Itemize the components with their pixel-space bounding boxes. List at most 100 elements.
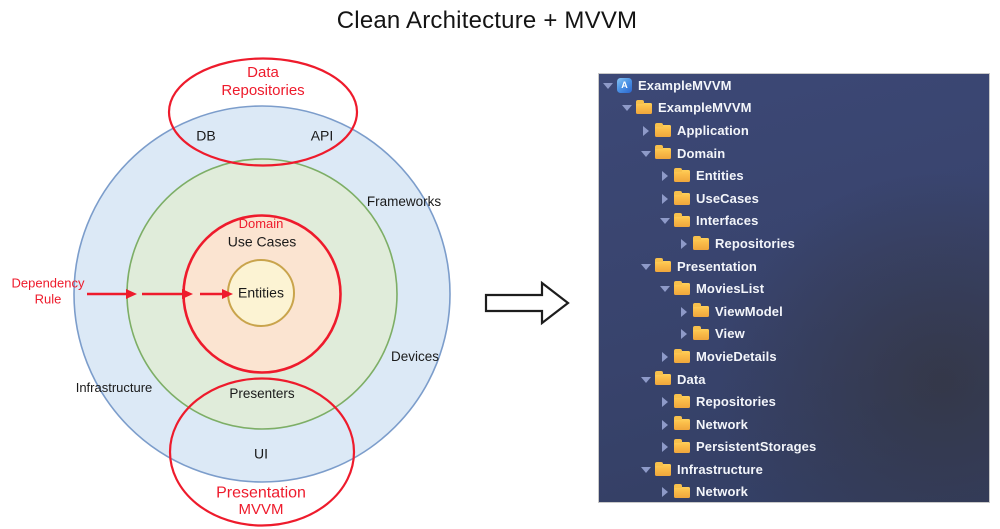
disclosure-triangle-collapsed-icon[interactable] (660, 193, 670, 204)
dependency-arrow-1-head (126, 289, 137, 299)
disclosure-triangle-expanded-icon[interactable] (622, 102, 632, 113)
tree-row-repositories[interactable]: Repositories (599, 232, 989, 255)
dependency-arrow-3-head (222, 289, 233, 299)
disclosure-triangle-collapsed-icon[interactable] (679, 306, 689, 317)
domain-label: Domain (238, 216, 284, 232)
tree-row-network[interactable]: Network (599, 481, 989, 502)
disclosure-triangle-expanded-icon[interactable] (603, 80, 613, 91)
tree-row-infrastructure[interactable]: Infrastructure (599, 458, 989, 481)
tree-row-repositories[interactable]: Repositories (599, 390, 989, 413)
folder-icon (674, 213, 690, 228)
dependency-arrow-2-head (182, 289, 193, 299)
mvvm-label: MVVM (238, 501, 284, 518)
folder-icon (674, 484, 690, 499)
tree-item-label: Presentation (677, 258, 757, 274)
xcode-project-icon: A (617, 77, 632, 93)
folder-icon (655, 258, 671, 273)
folder-icon (674, 168, 690, 182)
folder-icon (693, 235, 709, 250)
disclosure-triangle-collapsed-icon[interactable] (679, 238, 689, 249)
folder-icon (674, 439, 690, 454)
tree-item-label: Data (677, 371, 706, 387)
ui-label: UI (254, 445, 268, 462)
folder-icon (655, 461, 671, 476)
tree-item-label: Interfaces (696, 213, 759, 229)
tree-item-label: MovieDetails (696, 348, 777, 364)
api-label: API (310, 127, 334, 144)
tree-item-label: ViewModel (715, 303, 783, 319)
folder-icon (674, 190, 690, 205)
tree-item-label: Network (696, 484, 748, 500)
data-repositories-label: Data Repositories (221, 64, 305, 99)
disclosure-triangle-collapsed-icon[interactable] (679, 328, 689, 340)
tree-item-label: ExampleMVVM (658, 100, 752, 116)
tree-row-movieslist[interactable]: MoviesList (599, 277, 989, 300)
dependency-rule-arrows (87, 289, 233, 299)
disclosure-triangle-expanded-icon[interactable] (641, 374, 651, 385)
tree-row-usecases[interactable]: UseCases (599, 187, 989, 210)
disclosure-triangle-collapsed-icon[interactable] (660, 441, 670, 453)
dependency-rule-label: Dependency Rule (11, 275, 85, 306)
folder-icon (674, 393, 690, 408)
folder-icon (693, 303, 709, 318)
tree-row-presentation[interactable]: Presentation (599, 255, 989, 278)
tree-row-view[interactable]: View (599, 323, 989, 346)
disclosure-triangle-expanded-icon[interactable] (641, 261, 651, 272)
tree-item-label: Repositories (696, 394, 776, 410)
tree-item-label: Network (696, 416, 748, 432)
data-repositories-ellipse (167, 57, 359, 167)
tree-row-viewmodel[interactable]: ViewModel (599, 300, 989, 323)
disclosure-triangle-expanded-icon[interactable] (641, 464, 651, 475)
use-cases-label: Use Cases (227, 233, 297, 250)
tree-item-label: ExampleMVVM (638, 77, 732, 93)
tree-row-entities[interactable]: Entities (599, 164, 989, 187)
infrastructure-label: Infrastructure (75, 380, 153, 396)
disclosure-triangle-collapsed-icon[interactable] (660, 396, 670, 408)
tree-row-examplemvvm[interactable]: A ExampleMVVM (599, 74, 989, 97)
disclosure-triangle-expanded-icon[interactable] (641, 148, 651, 159)
tree-item-label: MoviesList (696, 281, 765, 297)
folder-icon (655, 371, 671, 386)
folder-icon (636, 100, 652, 115)
tree-row-data[interactable]: Data (599, 368, 989, 391)
entities-label: Entities (238, 284, 284, 301)
disclosure-triangle-collapsed-icon[interactable] (660, 486, 670, 498)
disclosure-triangle-collapsed-icon[interactable] (660, 351, 670, 362)
frameworks-label: Frameworks (366, 193, 442, 209)
folder-icon (674, 280, 690, 295)
folder-icon (674, 348, 690, 363)
tree-row-network[interactable]: Network (599, 413, 989, 436)
disclosure-triangle-expanded-icon[interactable] (660, 215, 670, 226)
tree-item-label: UseCases (696, 190, 759, 206)
presentation-label: Presentation (216, 484, 306, 502)
presenters-label: Presenters (229, 385, 295, 401)
tree-item-label: PersistentStorages (696, 439, 817, 455)
tree-item-label: Domain (677, 145, 726, 161)
devices-label: Devices (390, 348, 440, 364)
disclosure-triangle-expanded-icon[interactable] (660, 283, 670, 294)
presentation-mvvm-ellipse (168, 377, 356, 527)
tree-row-examplemvvm[interactable]: ExampleMVVM (599, 97, 989, 120)
db-label: DB (196, 127, 216, 144)
disclosure-triangle-collapsed-icon[interactable] (660, 170, 670, 182)
clean-architecture-diagram (73, 57, 570, 527)
tree-row-persistentstorages[interactable]: PersistentStorages (599, 436, 989, 459)
tree-row-interfaces[interactable]: Interfaces (599, 210, 989, 233)
tree-item-label: Repositories (715, 235, 795, 251)
disclosure-triangle-collapsed-icon[interactable] (660, 419, 670, 430)
tree-item-label: Application (677, 122, 749, 138)
tree-item-label: Entities (696, 168, 744, 184)
tree-item-label: View (715, 326, 745, 342)
disclosure-triangle-collapsed-icon[interactable] (641, 125, 651, 136)
folder-icon (655, 145, 671, 160)
page-title: Clean Architecture + MVVM (336, 7, 638, 34)
folder-icon (674, 416, 690, 431)
tree-row-domain[interactable]: Domain (599, 142, 989, 165)
tree-row-moviedetails[interactable]: MovieDetails (599, 345, 989, 368)
tree-row-application[interactable]: Application (599, 119, 989, 142)
tree-item-label: Infrastructure (677, 461, 763, 477)
folder-icon (655, 122, 671, 137)
